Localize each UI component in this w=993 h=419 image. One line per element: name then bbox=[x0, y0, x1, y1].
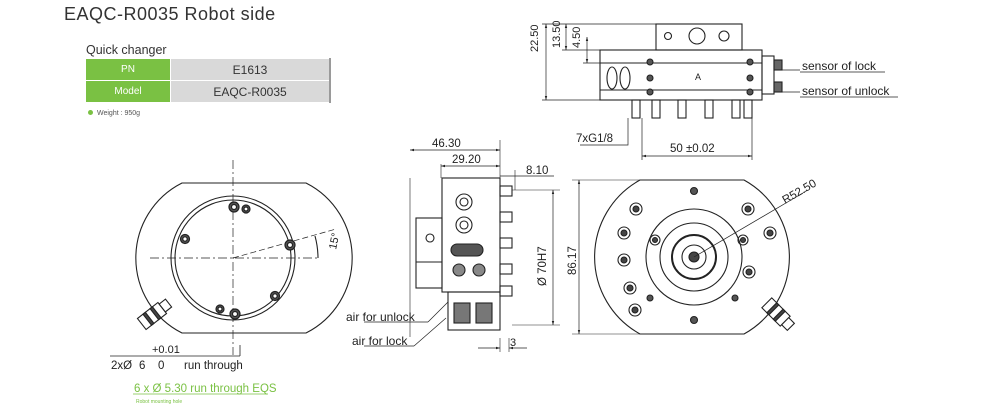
spec-key-model: Model bbox=[85, 80, 171, 103]
right-view-flange bbox=[645, 208, 743, 306]
spec-value-model: EAQC-R0035 bbox=[170, 80, 331, 103]
side-view-dim-2: 13.50 bbox=[551, 20, 563, 48]
sensor-unlock-label: sensor of unlock bbox=[802, 84, 890, 98]
right-view-holes bbox=[617, 186, 777, 325]
spec-value-pn: E1613 bbox=[170, 58, 331, 81]
side-view-marker: A bbox=[695, 72, 701, 82]
sensor-lock-label: sensor of lock bbox=[802, 59, 877, 73]
side-view-dim-1: 22.50 bbox=[529, 24, 541, 52]
front-view-height: 86.17 bbox=[567, 246, 579, 275]
front-view-width-inner: 29.20 bbox=[452, 154, 481, 166]
left-view-tolerance: +0.01 bbox=[152, 344, 180, 356]
front-view bbox=[364, 140, 560, 352]
front-view-step: 3 bbox=[510, 337, 516, 349]
weight-text: Weight : 950g bbox=[97, 110, 141, 117]
side-view-spacing: 50 ±0.02 bbox=[670, 143, 715, 155]
air-lock-label: air for lock bbox=[352, 334, 408, 348]
right-view-radius-line bbox=[693, 189, 809, 258]
side-view-dim-3: 4.50 bbox=[571, 27, 583, 48]
spec-row-model: Model EAQC-R0035 bbox=[85, 80, 331, 103]
front-view-width-outer: 46.30 bbox=[432, 138, 461, 150]
front-view-base bbox=[447, 291, 501, 331]
front-view-side-block bbox=[415, 217, 443, 289]
spec-table-header: Quick changer bbox=[86, 43, 167, 57]
page-title: EAQC-R0035 Robot side bbox=[64, 4, 276, 24]
front-view-bore: Ø 70H7 bbox=[537, 246, 549, 286]
front-view-teeth bbox=[499, 185, 513, 297]
spec-key-pn: PN bbox=[85, 58, 171, 81]
left-view-outline bbox=[135, 182, 353, 334]
spec-row-pn: PN E1613 bbox=[85, 58, 331, 81]
bullet-icon bbox=[88, 110, 93, 115]
right-view-fitting bbox=[761, 297, 796, 332]
front-view-edge: 8.10 bbox=[526, 165, 548, 177]
front-view-body bbox=[441, 177, 501, 293]
left-view-holes bbox=[179, 201, 296, 320]
spec-table: PN E1613 Model EAQC-R0035 bbox=[85, 58, 331, 103]
left-view-hole-a: 2xØ bbox=[111, 360, 132, 372]
right-view bbox=[572, 179, 809, 335]
side-view-port-label: 7xG1/8 bbox=[576, 133, 613, 145]
weight-note: Weight : 950g bbox=[88, 110, 140, 117]
left-view-angle: 15° bbox=[327, 232, 342, 251]
left-view-angle-line bbox=[232, 228, 337, 259]
right-view-outline bbox=[594, 179, 790, 335]
side-view-ports bbox=[631, 99, 753, 119]
right-view-radius: R52.50 bbox=[781, 178, 819, 207]
left-view-mounting: 6 x Ø 5.30 run through EQS bbox=[134, 383, 277, 395]
left-view-fitting bbox=[136, 298, 173, 331]
left-view-hole-b: 6 bbox=[139, 360, 145, 372]
left-view-angle-arc bbox=[314, 235, 319, 259]
side-view bbox=[542, 23, 898, 160]
air-unlock-label: air for unlock bbox=[346, 310, 416, 324]
left-view-hole-d: run through bbox=[184, 360, 243, 372]
left-view bbox=[110, 160, 353, 395]
left-view-mounting-sub: Robot mounting hole bbox=[136, 399, 182, 405]
left-view-hole-c: 0 bbox=[158, 360, 164, 372]
side-view-body bbox=[599, 49, 763, 101]
